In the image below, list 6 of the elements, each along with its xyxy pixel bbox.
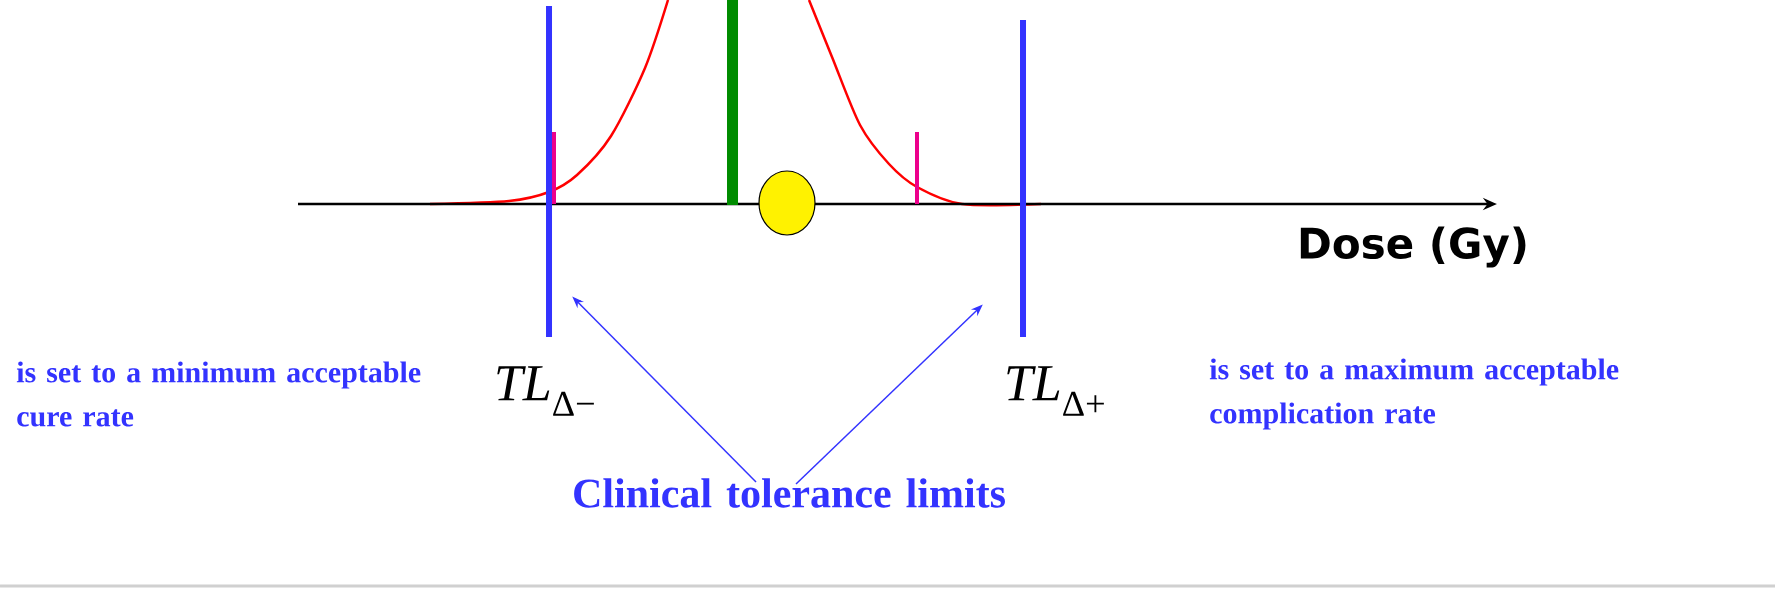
formula-label: TL$_{Δ−}$ (497, 366, 594, 416)
note-text: is set to a maximum acceptable complication rate (1209, 358, 1619, 430)
axis-label: Dose (Gy) (1300, 226, 1526, 268)
formula-label: TL$_{Δ+}$ (1007, 366, 1104, 416)
caption-text: Clinical tolerance limits (574, 478, 1005, 508)
note-text: is set to a minimum acceptable cure rate (16, 361, 421, 427)
